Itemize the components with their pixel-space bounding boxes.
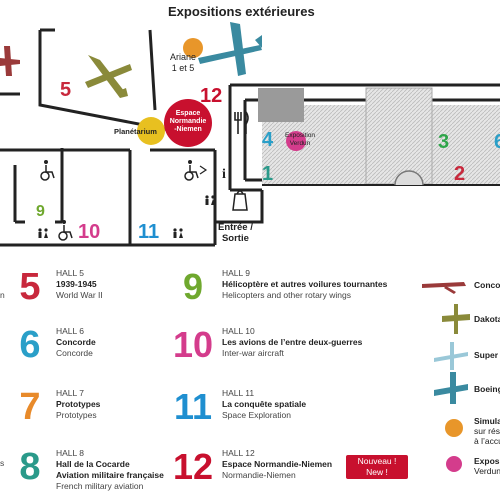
- legend-title-en: Space Exploration: [222, 410, 291, 420]
- grey-block-2: [365, 87, 433, 185]
- legend-hall: HALL 8: [56, 448, 85, 458]
- wheelchair-icon: [184, 160, 199, 181]
- verdun-marker: [286, 131, 306, 151]
- verdun-legend-marker: [446, 456, 462, 472]
- restaurant-icon: [234, 111, 249, 134]
- left-fragment-text: s: [0, 458, 5, 468]
- planetarium-label: Planétarium: [114, 127, 157, 136]
- helicopter-icon: [434, 342, 468, 370]
- plane-icon: [198, 22, 262, 76]
- grey-block-1: [258, 88, 304, 122]
- map-hall-9[interactable]: 9: [36, 203, 45, 220]
- new-badge: Nouveau ! New !: [346, 455, 408, 479]
- new-badge-en: New !: [366, 467, 388, 477]
- legend-number: 7: [19, 386, 41, 428]
- restroom-icon: [173, 228, 183, 238]
- verdun-label: Exposition Verdun: [285, 132, 315, 147]
- map-hall-2[interactable]: 2: [454, 163, 466, 185]
- normandie-label: Espace Normandie -Niemen: [169, 110, 207, 133]
- map-hall-10[interactable]: 10: [78, 221, 101, 243]
- plane-icon: [434, 372, 468, 404]
- shop-icon: [232, 190, 248, 211]
- plane-icon: [0, 46, 20, 76]
- legend-number: 11: [173, 386, 213, 427]
- restroom-icon: [38, 228, 48, 238]
- legend-title-en: World War II: [56, 290, 103, 300]
- ariane-marker: [183, 38, 203, 58]
- right-label-concorde[interactable]: Conco: [474, 280, 500, 290]
- normandie-niemen-marker: [164, 99, 212, 147]
- right-label-dakota[interactable]: Dakota: [474, 314, 500, 324]
- legend-title-fr: Hélicoptère et autres voilures tournante…: [222, 279, 388, 289]
- legend-title-fr: Hall de la Cocarde: [56, 459, 130, 469]
- legend-hall: HALL 5: [56, 268, 85, 278]
- entrance-exit-label: Entrée / Sortie: [218, 222, 253, 244]
- map-hall-1[interactable]: 1: [262, 163, 274, 185]
- legend-number: 8: [19, 446, 41, 488]
- dome-outline: [394, 170, 424, 186]
- wheelchair-icon: [40, 160, 55, 181]
- legend-number: 9: [182, 266, 204, 307]
- legend-hall: HALL 12: [222, 448, 255, 458]
- legend-title-en: French military aviation: [56, 481, 144, 491]
- legend-number: 12: [172, 446, 214, 487]
- map-hall-12[interactable]: 12: [200, 85, 223, 107]
- wheelchair-icon: [58, 220, 73, 241]
- right-label-super[interactable]: Super: [474, 350, 499, 360]
- map-hall-5[interactable]: 5: [60, 79, 72, 101]
- legend-title-en: Concorde: [56, 348, 93, 358]
- map-hall-11[interactable]: 11: [138, 221, 160, 243]
- map-hall-3[interactable]: 3: [438, 131, 450, 153]
- legend-hall: HALL 11: [222, 388, 255, 398]
- right-icons: [422, 282, 470, 472]
- right-label-boeing[interactable]: Boeing: [474, 384, 500, 394]
- legend-title-fr: 1939-1945: [56, 279, 97, 289]
- plane-icon: [442, 304, 470, 334]
- legend-title-fr: Espace Normandie-Niemen: [222, 459, 333, 469]
- map-hall-6[interactable]: 6: [494, 131, 500, 153]
- direction-arrow: [199, 165, 208, 175]
- legend-title-en: Inter-war aircraft: [222, 348, 284, 358]
- new-badge-fr: Nouveau !: [357, 456, 397, 466]
- info-icon: i: [222, 167, 226, 182]
- plane-icon: [85, 55, 132, 98]
- legend-title-en: Prototypes: [56, 410, 97, 420]
- plane-icon: [422, 282, 466, 294]
- legend-hall: HALL 10: [222, 326, 255, 336]
- exterior-exhibitions-title: Expositions extérieures: [168, 4, 315, 19]
- legend-title-en: Normandie-Niemen: [222, 470, 296, 480]
- legend-title-fr-2: Aviation militaire française: [56, 470, 164, 480]
- legend-title-fr: La conquête spatiale: [222, 399, 307, 409]
- legend-title-fr: Les avions de l’entre deux-guerres: [222, 337, 363, 347]
- ariane-label: Ariane 1 et 5: [170, 52, 197, 73]
- restroom-icon: [205, 195, 215, 205]
- legend-title-en: Helicopters and other rotary wings: [222, 290, 351, 300]
- legend-hall: HALL 6: [56, 326, 85, 336]
- left-fragment-text: n: [0, 290, 5, 300]
- legend-number: 6: [19, 324, 41, 366]
- planetarium-dome: [137, 117, 165, 145]
- legend-number: 5: [19, 266, 41, 308]
- hall-5-outline: [38, 28, 171, 132]
- map-hall-4[interactable]: 4: [262, 129, 274, 151]
- legend-number: 10: [172, 324, 214, 365]
- legend-hall: HALL 7: [56, 388, 85, 398]
- legend-title-fr: Concorde: [56, 337, 96, 347]
- simulator-marker: [445, 419, 463, 437]
- legend-hall: HALL 9: [222, 268, 251, 278]
- legend-title-fr: Prototypes: [56, 399, 101, 409]
